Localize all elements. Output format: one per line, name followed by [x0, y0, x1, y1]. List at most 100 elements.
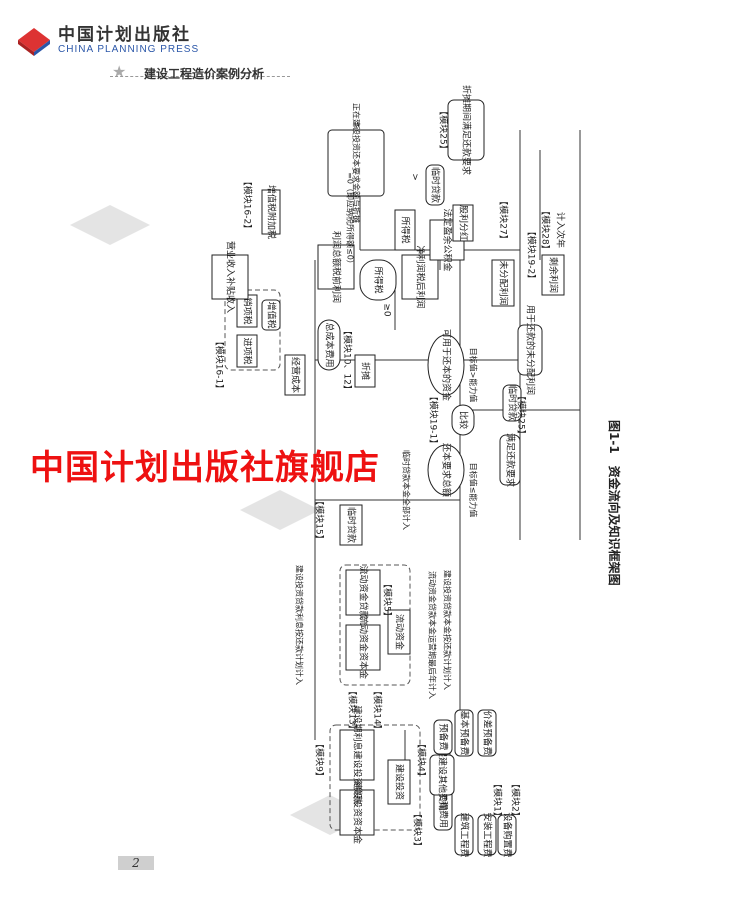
page-number: 2 — [118, 856, 154, 870]
engineering-cost-node: 工程费用 — [438, 792, 450, 828]
node-frame — [261, 189, 281, 235]
temp-loan-node-3: 临时贷款 — [430, 167, 442, 203]
note-label: 目标值>能力值 — [469, 348, 479, 403]
dividend-node: 股利分红 — [458, 205, 470, 241]
income-tax-node: 所得税 — [400, 216, 412, 243]
depreciation-node: 折摊 — [360, 362, 372, 380]
next-year-label: 计入次年 — [555, 212, 567, 248]
price-contingency-node: 价差预备费 — [482, 710, 494, 755]
book-title: 建设工程造价案例分析 — [144, 67, 265, 81]
vat-surcharge-node: 增值税附加税 — [266, 185, 278, 239]
node-frame — [477, 814, 497, 856]
node-frame — [401, 254, 439, 300]
node-frame — [387, 609, 411, 655]
module-label: 【模块4】 — [416, 739, 428, 781]
module-label: 【模块9】 — [314, 739, 326, 781]
meet-repay-node: 满足还款要求 — [505, 433, 517, 487]
note-label: 目标值≤能力值 — [469, 463, 479, 518]
repay-required-node: 还本要求总额 — [441, 443, 453, 497]
node-frame — [541, 254, 565, 296]
figure-caption: 图1-1 资金流向及知识框架图 — [607, 420, 622, 586]
for-repay-node: 用于还款的未分配利润 — [525, 305, 537, 395]
node-frame — [317, 244, 355, 290]
income-tax-check-node: 所得税 — [373, 266, 385, 293]
output-vat-node: 销项税 — [242, 297, 254, 324]
store-watermark: 中国计划出版社旗舰店 — [30, 448, 380, 488]
loan-node: 建设期利息建设投资贷款 — [352, 705, 364, 804]
revenue-node: 营业收入补贴收入 — [225, 241, 237, 313]
contingency-node: 预备费 — [438, 723, 450, 750]
node-frame — [345, 624, 381, 671]
node-frame — [454, 709, 474, 757]
node-frame — [477, 709, 497, 757]
module-label: 【模块15】 — [314, 496, 326, 543]
page-header: 中国计划出版社 CHINA PLANNING PRESS ★ 建设工程造价案例分… — [0, 0, 750, 100]
node-frame — [491, 259, 515, 307]
meet-repay-node-2: 折摊期间满足还款要求 — [461, 85, 473, 175]
input-vat-node: 进项税 — [242, 337, 254, 364]
module-label: 【模块10、12】 — [342, 326, 354, 394]
module-label: 【模块16-1】 — [214, 337, 226, 393]
node-frame — [284, 354, 306, 396]
profit-check-node: 正在建设投资还本要求金额与折摊 — [352, 103, 362, 223]
node-frame — [387, 759, 411, 805]
node-frame — [327, 129, 385, 197]
gt-label: > — [410, 173, 420, 181]
node-frame — [452, 204, 474, 242]
node-frame — [394, 209, 416, 251]
node-frame — [497, 814, 517, 856]
le-zero-label: =0（即应纳税所得额≤0） — [346, 172, 356, 268]
node-frame — [433, 719, 453, 755]
operating-cost-node: 经营成本 — [290, 357, 302, 393]
install-cost-node: 安装工程费 — [482, 812, 494, 857]
construction-investment-node: 建设投资 — [394, 764, 406, 800]
temp-loan-node: 临时贷款 — [346, 507, 358, 543]
available-repay-node: 可用于还本的资金 — [441, 329, 453, 401]
net-profit-node: 净利润税后利润 — [415, 245, 427, 308]
capital-fund-node: 建设投资资本金 — [352, 781, 364, 844]
basic-contingency-node: 基本预备费 — [459, 710, 471, 755]
module-label: 【模块28】 — [540, 206, 552, 253]
wc-loan-node: 流动资金贷款 — [358, 565, 370, 619]
building-cost-node: 建筑工程费 — [459, 812, 471, 857]
note-label: 建设投资贷款利息按还款计划计入 — [295, 565, 305, 685]
compare-node: 比较 — [458, 411, 470, 429]
node-frame — [317, 319, 341, 371]
node-frame — [502, 384, 522, 422]
note-label: 临时贷款本金全部计入 — [402, 450, 412, 530]
undistributed-profit-node: 未分配利润 — [498, 260, 510, 305]
node-frame — [339, 789, 375, 836]
node-frame — [339, 729, 375, 781]
note-label: 建设投资贷款本金按还款计划计入 — [443, 570, 453, 690]
vat-node: 增值税 — [266, 301, 278, 328]
publisher-logo-icon — [18, 28, 50, 56]
node-frame — [236, 334, 258, 368]
total-cost-node: 总成本费用 — [324, 322, 336, 367]
module-label: 【模块14】 — [372, 686, 384, 733]
node-frame — [451, 404, 475, 436]
module-label: 【模块19-2】 — [526, 227, 538, 283]
node-frame — [517, 324, 543, 376]
node-frame — [429, 754, 455, 796]
node-frame — [425, 164, 445, 206]
module-label: 【模块19-1】 — [428, 392, 440, 448]
node-frame — [211, 254, 249, 300]
header-divider — [110, 76, 290, 77]
module-label: 【模块16-2】 — [242, 177, 254, 233]
node-frame — [261, 299, 281, 331]
node-frame — [447, 99, 485, 161]
node-frame — [339, 504, 363, 546]
module-label: 【模块1】 — [492, 779, 504, 821]
equipment-cost-node: 设备购置费 — [502, 812, 514, 857]
module-label: 【模块13】 — [347, 686, 359, 733]
wc-capital-node: 流动资金资本金 — [358, 616, 370, 679]
node-frame — [345, 569, 381, 616]
publisher-name-en: CHINA PLANNING PRESS — [58, 44, 200, 55]
module-label: 【模块27】 — [498, 196, 510, 243]
temp-loan-node-2: 临时贷款 — [507, 385, 519, 421]
module-label: 【模块25】 — [516, 391, 528, 438]
node-frame — [454, 814, 474, 856]
publisher-name-cn: 中国计划出版社 — [58, 25, 191, 45]
module-label: 【模块25】 — [438, 106, 450, 153]
